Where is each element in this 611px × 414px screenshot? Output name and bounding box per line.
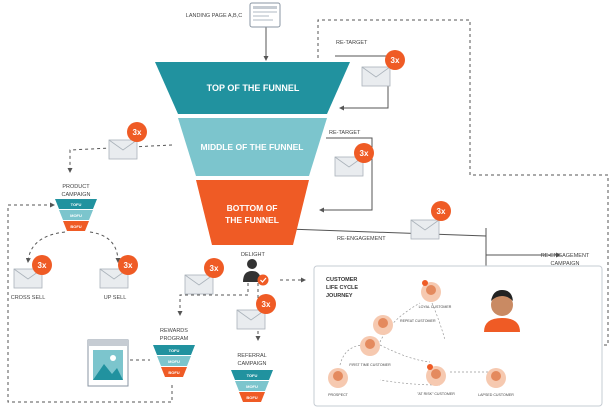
reengagement-campaign-title-2: CAMPAIGN bbox=[551, 261, 580, 267]
mofu-label: MOFU bbox=[70, 213, 82, 218]
badge-text: 3x bbox=[124, 261, 133, 270]
funnel-top-label: TOP OF THE FUNNEL bbox=[207, 83, 300, 93]
journey-title-1: CUSTOMER bbox=[326, 277, 357, 283]
email-icon bbox=[184, 274, 214, 295]
first-time-customer-label: FIRST TIME CUSTOMER bbox=[349, 363, 391, 367]
prospect-avatar bbox=[328, 368, 348, 388]
bofu-label: BOFU bbox=[246, 395, 257, 400]
landing-page-label: LANDING PAGE A,B,C bbox=[186, 13, 242, 19]
funnel-bottom-label-1: BOTTOM OF bbox=[227, 203, 278, 213]
badge-text: 3x bbox=[38, 261, 47, 270]
badge-text: 3x bbox=[262, 300, 271, 309]
customer-journey-panel: CUSTOMER LIFE CYCLE JOURNEY LOYAL CUSTOM… bbox=[313, 265, 603, 407]
badge-text: 3x bbox=[391, 56, 400, 65]
loyal-customer-label: LOYAL CUSTOMER bbox=[419, 305, 452, 309]
tofu-label: TOFU bbox=[169, 348, 180, 353]
reengagement-campaign-title-1: RE-ENGAGEMENT bbox=[541, 253, 590, 259]
reengagement-label: RE-ENGAGEMENT bbox=[337, 236, 386, 242]
at-risk-customer-label: "AT RISK" CUSTOMER bbox=[417, 392, 455, 396]
at-risk-customer-avatar bbox=[426, 364, 446, 386]
badge-text: 3x bbox=[360, 149, 369, 158]
retarget-label-1: RE-TARGET bbox=[336, 40, 368, 46]
repeat-customer-avatar bbox=[373, 315, 393, 335]
badge-text: 3x bbox=[210, 264, 219, 273]
bofu-label: BOFU bbox=[70, 224, 81, 229]
up-sell-label: UP SELL bbox=[104, 295, 127, 301]
product-campaign-title-1: PRODUCT bbox=[62, 184, 90, 190]
first-time-customer-avatar bbox=[360, 336, 380, 356]
retarget-label-2: RE-TARGET bbox=[329, 130, 361, 136]
product-campaign-title-2: CAMPAIGN bbox=[62, 192, 91, 198]
journey-title-2: LIFE CYCLE bbox=[326, 285, 358, 291]
prospect-label: PROSPECT bbox=[328, 393, 349, 397]
frequency-badges: 3x 3x 3x 3x 3x 3x 3x 3x 3x bbox=[32, 50, 531, 388]
rewards-program-title-1: REWARDS bbox=[160, 328, 188, 334]
mofu-label: MOFU bbox=[168, 359, 180, 364]
mofu-label: MOFU bbox=[246, 384, 258, 389]
cross-sell-label: CROSS SELL bbox=[11, 295, 46, 301]
email-icon bbox=[361, 66, 391, 87]
delight-label: DELIGHT bbox=[241, 252, 265, 258]
delight-person-icon bbox=[243, 259, 269, 286]
email-icon bbox=[236, 309, 266, 330]
referral-campaign-title-1: REFERRAL bbox=[237, 353, 266, 359]
funnel-bottom-label-2: THE FUNNEL bbox=[225, 215, 279, 225]
landing-page-icon bbox=[249, 2, 281, 28]
lapsed-customer-avatar bbox=[486, 368, 506, 388]
journey-title-3: JOURNEY bbox=[326, 293, 353, 299]
product-campaign-funnel: PRODUCT CAMPAIGN TOFU MOFU BOFU bbox=[55, 184, 97, 231]
tofu-label: TOFU bbox=[71, 202, 82, 207]
lapsed-customer-label: LAPSED CUSTOMER bbox=[478, 393, 514, 397]
badge-text: 3x bbox=[133, 128, 142, 137]
email-icon bbox=[108, 139, 138, 160]
referral-campaign-title-2: CAMPAIGN bbox=[238, 361, 267, 367]
funnel-bottom-segment bbox=[196, 180, 309, 245]
funnel-top-segment bbox=[155, 62, 350, 114]
referral-campaign-funnel: REFERRAL CAMPAIGN TOFU MOFU BOFU bbox=[231, 353, 273, 402]
bofu-label: BOFU bbox=[168, 370, 179, 375]
person-illustration bbox=[484, 290, 520, 332]
funnel-middle-label: MIDDLE OF THE FUNNEL bbox=[201, 142, 304, 152]
repeat-customer-label: REPEAT CUSTOMER bbox=[400, 319, 436, 323]
tofu-label: TOFU bbox=[247, 373, 258, 378]
image-icon bbox=[87, 339, 129, 387]
main-funnel: TOP OF THE FUNNEL MIDDLE OF THE FUNNEL B… bbox=[155, 62, 350, 245]
funnel-middle-segment bbox=[178, 118, 327, 176]
rewards-program-title-2: PROGRAM bbox=[160, 336, 189, 342]
badge-text: 3x bbox=[437, 207, 446, 216]
rewards-program-funnel: REWARDS PROGRAM TOFU MOFU BOFU bbox=[153, 328, 195, 377]
email-icon bbox=[410, 219, 440, 240]
loyal-customer-avatar bbox=[421, 280, 441, 302]
